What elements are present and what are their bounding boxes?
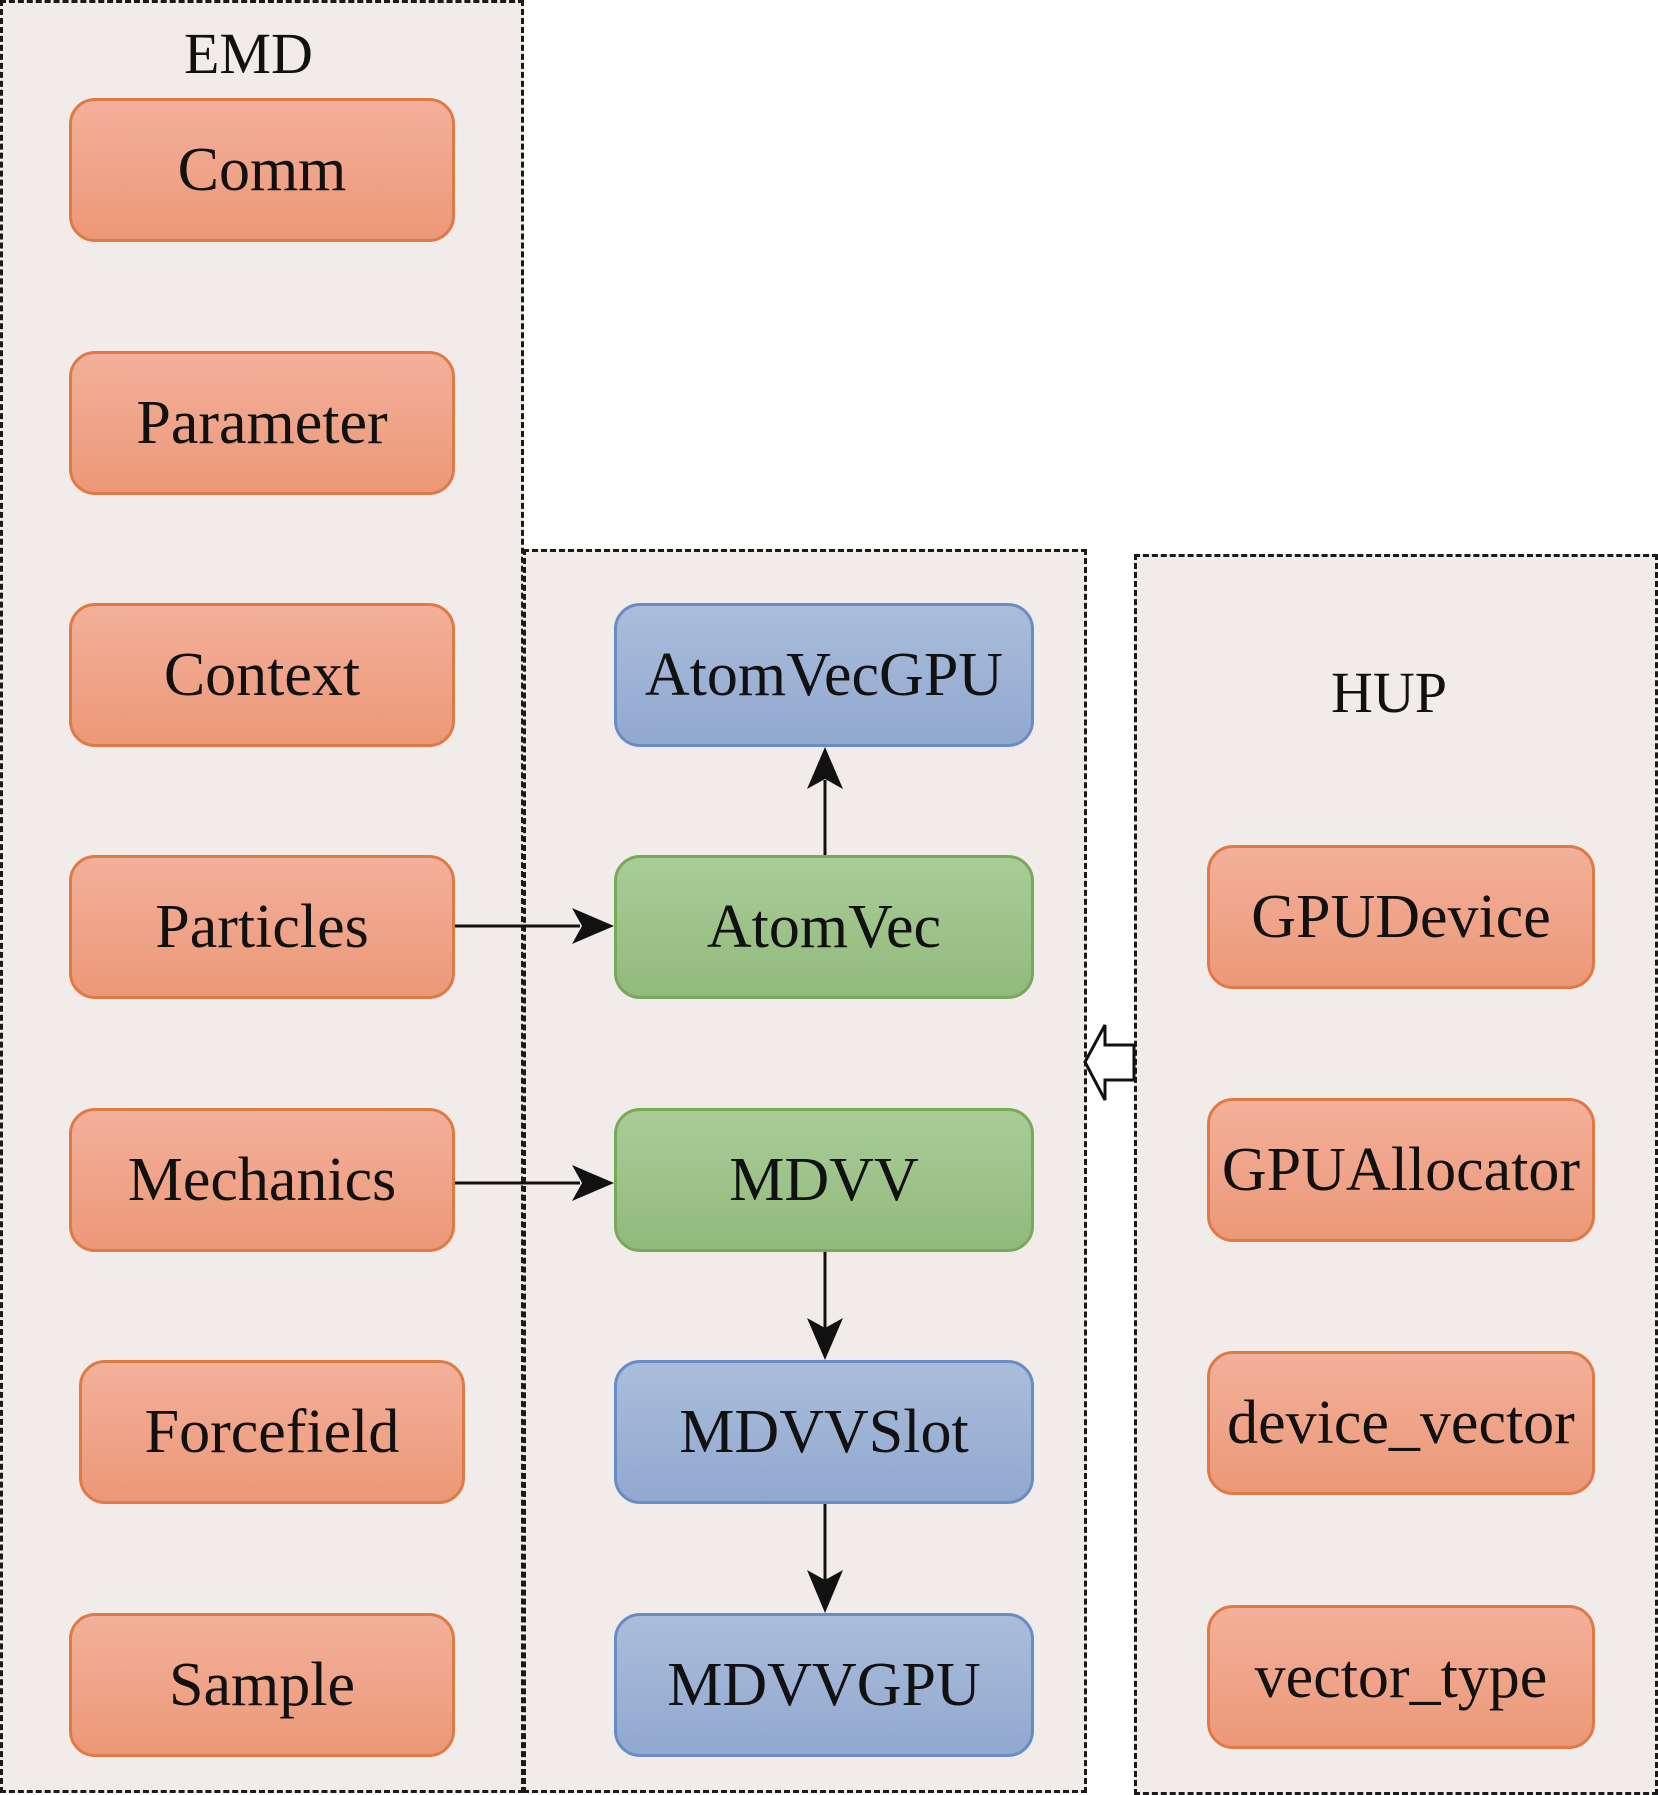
node-atomvecgpu[interactable]: AtomVecGPU [614, 603, 1034, 747]
emd-title: EMD [184, 21, 313, 86]
emd-node-sample[interactable]: Sample [69, 1613, 455, 1757]
node-mdvv[interactable]: MDVV [614, 1108, 1034, 1252]
arrowhead-mdvvgpu [807, 1570, 843, 1613]
emd-node-context[interactable]: Context [69, 603, 455, 747]
hup-title: HUP [1331, 660, 1448, 725]
emd-node-forcefield[interactable]: Forcefield [79, 1360, 465, 1504]
hup-node-device-vector[interactable]: device_vector [1207, 1351, 1595, 1495]
emd-node-mechanics[interactable]: Mechanics [69, 1108, 455, 1252]
hup-node-gpuallocator[interactable]: GPUAllocator [1207, 1098, 1595, 1242]
node-atomvec[interactable]: AtomVec [614, 855, 1034, 999]
emd-node-parameter[interactable]: Parameter [69, 351, 455, 495]
emd-node-particles[interactable]: Particles [69, 855, 455, 999]
hollow-arrow-hup-to-middle [1083, 1024, 1136, 1101]
hup-node-gpudevice[interactable]: GPUDevice [1207, 845, 1595, 989]
arrowhead-mdvvslot [807, 1318, 843, 1360]
node-mdvvslot[interactable]: MDVVSlot [614, 1360, 1034, 1504]
emd-node-comm[interactable]: Comm [69, 98, 455, 242]
node-mdvvgpu[interactable]: MDVVGPU [614, 1613, 1034, 1757]
arrowhead-mdvv [572, 1165, 614, 1201]
arrowhead-atomvecgpu [807, 747, 843, 789]
hup-node-vector-type[interactable]: vector_type [1207, 1605, 1595, 1749]
arrowhead-atomvec [572, 908, 614, 944]
